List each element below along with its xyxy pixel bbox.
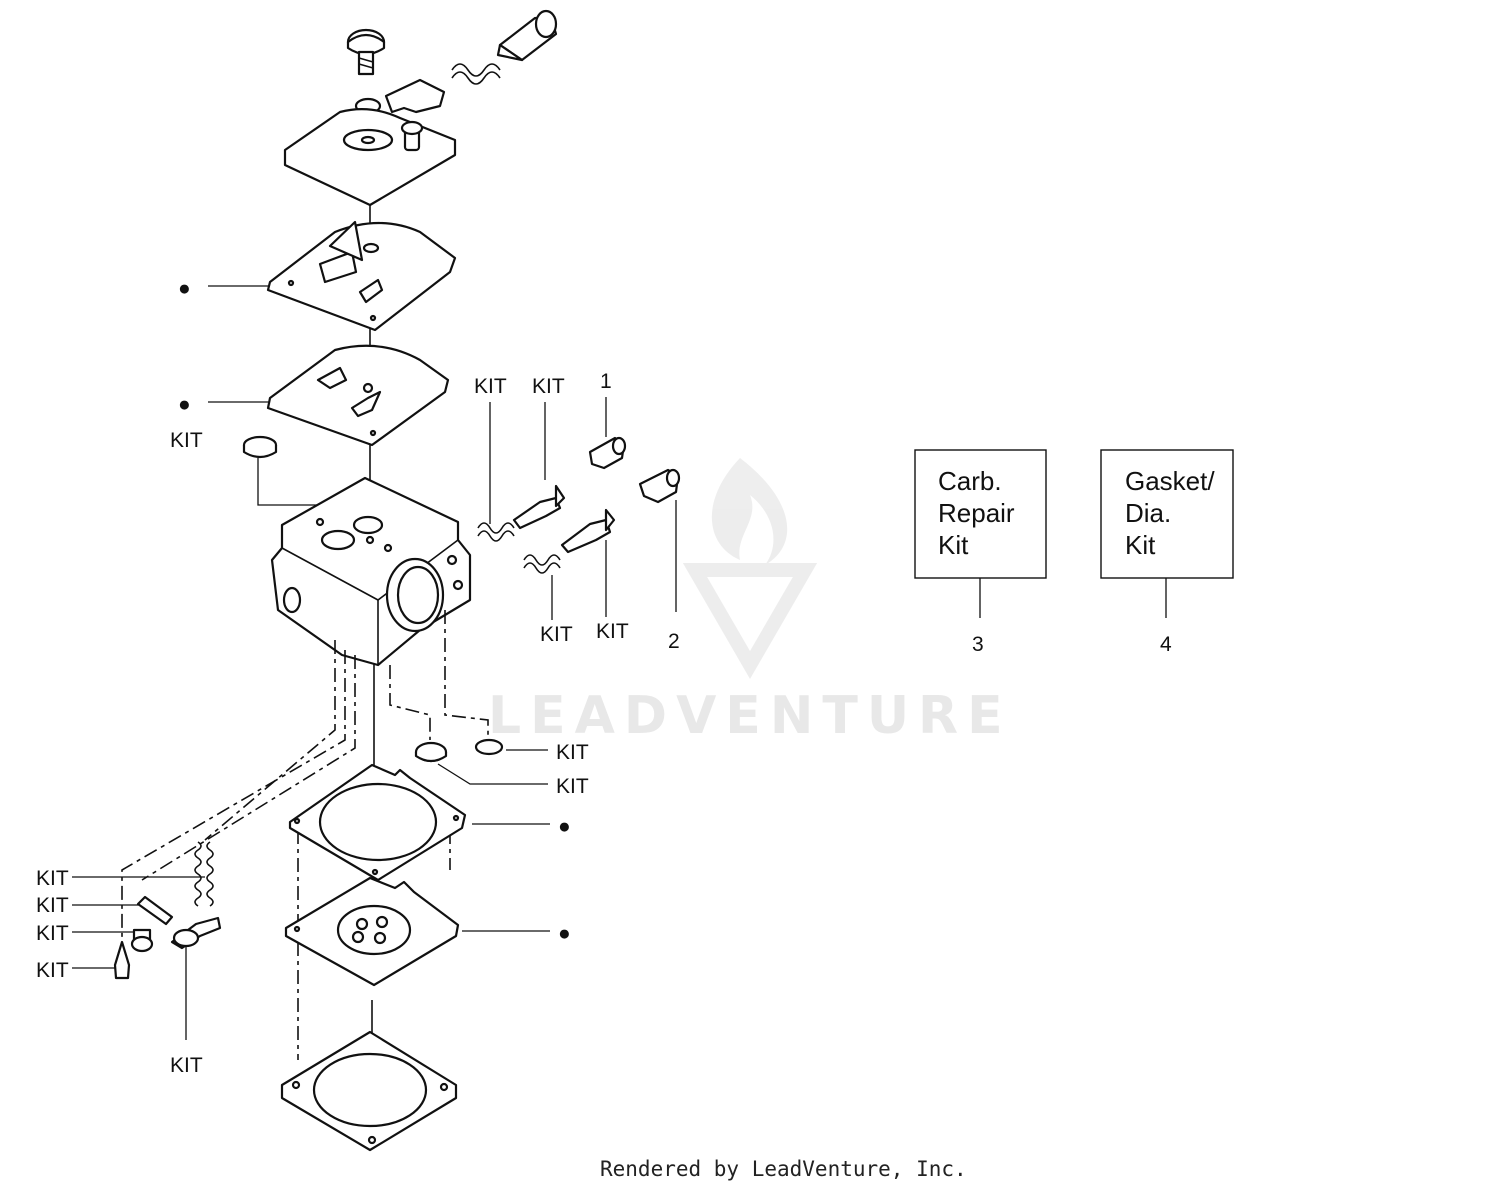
watermark: LEADVENTURE bbox=[488, 458, 1012, 746]
callout-1: 1 bbox=[600, 370, 612, 393]
leader-welch bbox=[437, 763, 548, 785]
welch-plug bbox=[414, 741, 448, 763]
watermark-text: LEADVENTURE bbox=[488, 686, 1012, 746]
fuel-screen-lower bbox=[474, 738, 504, 756]
dash-to-plug bbox=[389, 665, 431, 740]
kit-label-lever: KIT bbox=[170, 1054, 203, 1077]
adjust-screw-spring bbox=[451, 9, 558, 85]
gasket-dia-line-3: Kit bbox=[1125, 530, 1156, 560]
gasket-upper bbox=[266, 220, 457, 332]
low-speed-needle bbox=[523, 508, 616, 574]
inlet-needle bbox=[113, 940, 131, 980]
dash-to-pin bbox=[141, 655, 356, 881]
dash-to-inlet-needle bbox=[121, 650, 346, 945]
kit-label-needle: KIT bbox=[36, 959, 69, 982]
bullet-2: ● bbox=[178, 393, 191, 416]
kit-label-screen: KIT bbox=[170, 429, 203, 452]
gasket-dia-line-2: Dia. bbox=[1125, 498, 1171, 528]
kit-label-needle-c: KIT bbox=[540, 623, 573, 646]
footer-credit: Rendered by LeadVenture, Inc. bbox=[600, 1157, 967, 1181]
dash-to-screen bbox=[444, 610, 489, 738]
carb-repair-line-1: Carb. bbox=[938, 466, 1002, 496]
kit-label-needle-b: KIT bbox=[532, 375, 565, 398]
callout-4: 4 bbox=[1160, 633, 1172, 656]
pump-cover bbox=[283, 107, 457, 207]
metering-cover bbox=[280, 1030, 458, 1152]
metering-lever bbox=[354, 78, 446, 115]
kit-label-needle-a: KIT bbox=[474, 375, 507, 398]
callout-3: 3 bbox=[972, 633, 984, 656]
metering-spring bbox=[194, 841, 214, 907]
carburetor-body bbox=[270, 476, 472, 667]
kit-label-pin: KIT bbox=[36, 894, 69, 917]
kit-label-needle-d: KIT bbox=[596, 620, 629, 643]
bullet-1: ● bbox=[178, 277, 191, 300]
metering-diaphragm bbox=[284, 876, 460, 987]
bullet-4: ● bbox=[558, 922, 571, 945]
carb-repair-line-2: Repair bbox=[938, 498, 1015, 528]
inlet-screen bbox=[242, 435, 278, 459]
carb-repair-line-3: Kit bbox=[938, 530, 969, 560]
callout-2: 2 bbox=[668, 630, 680, 653]
gasket-dia-line-1: Gasket/ bbox=[1125, 466, 1215, 496]
dash-to-spring bbox=[204, 640, 336, 841]
kit-label-welch: KIT bbox=[556, 775, 589, 798]
high-speed-needle bbox=[477, 484, 566, 542]
metering-gasket bbox=[288, 763, 467, 882]
limiter-cap-1 bbox=[588, 436, 627, 470]
metering-lever-small bbox=[170, 916, 222, 950]
limiter-cap-2 bbox=[638, 468, 681, 504]
pin-screw bbox=[130, 928, 154, 953]
top-screw bbox=[346, 28, 386, 76]
kit-label-spring: KIT bbox=[36, 867, 69, 890]
kit-label-screen-lower: KIT bbox=[556, 741, 589, 764]
pump-diaphragm bbox=[266, 344, 450, 447]
lever-pin bbox=[136, 895, 174, 926]
kit-label-screw: KIT bbox=[36, 922, 69, 945]
gasket-dia-kit-box: Gasket/ Dia. Kit bbox=[1100, 449, 1234, 579]
bullet-3: ● bbox=[558, 815, 571, 838]
carb-repair-kit-box: Carb. Repair Kit bbox=[914, 449, 1047, 579]
